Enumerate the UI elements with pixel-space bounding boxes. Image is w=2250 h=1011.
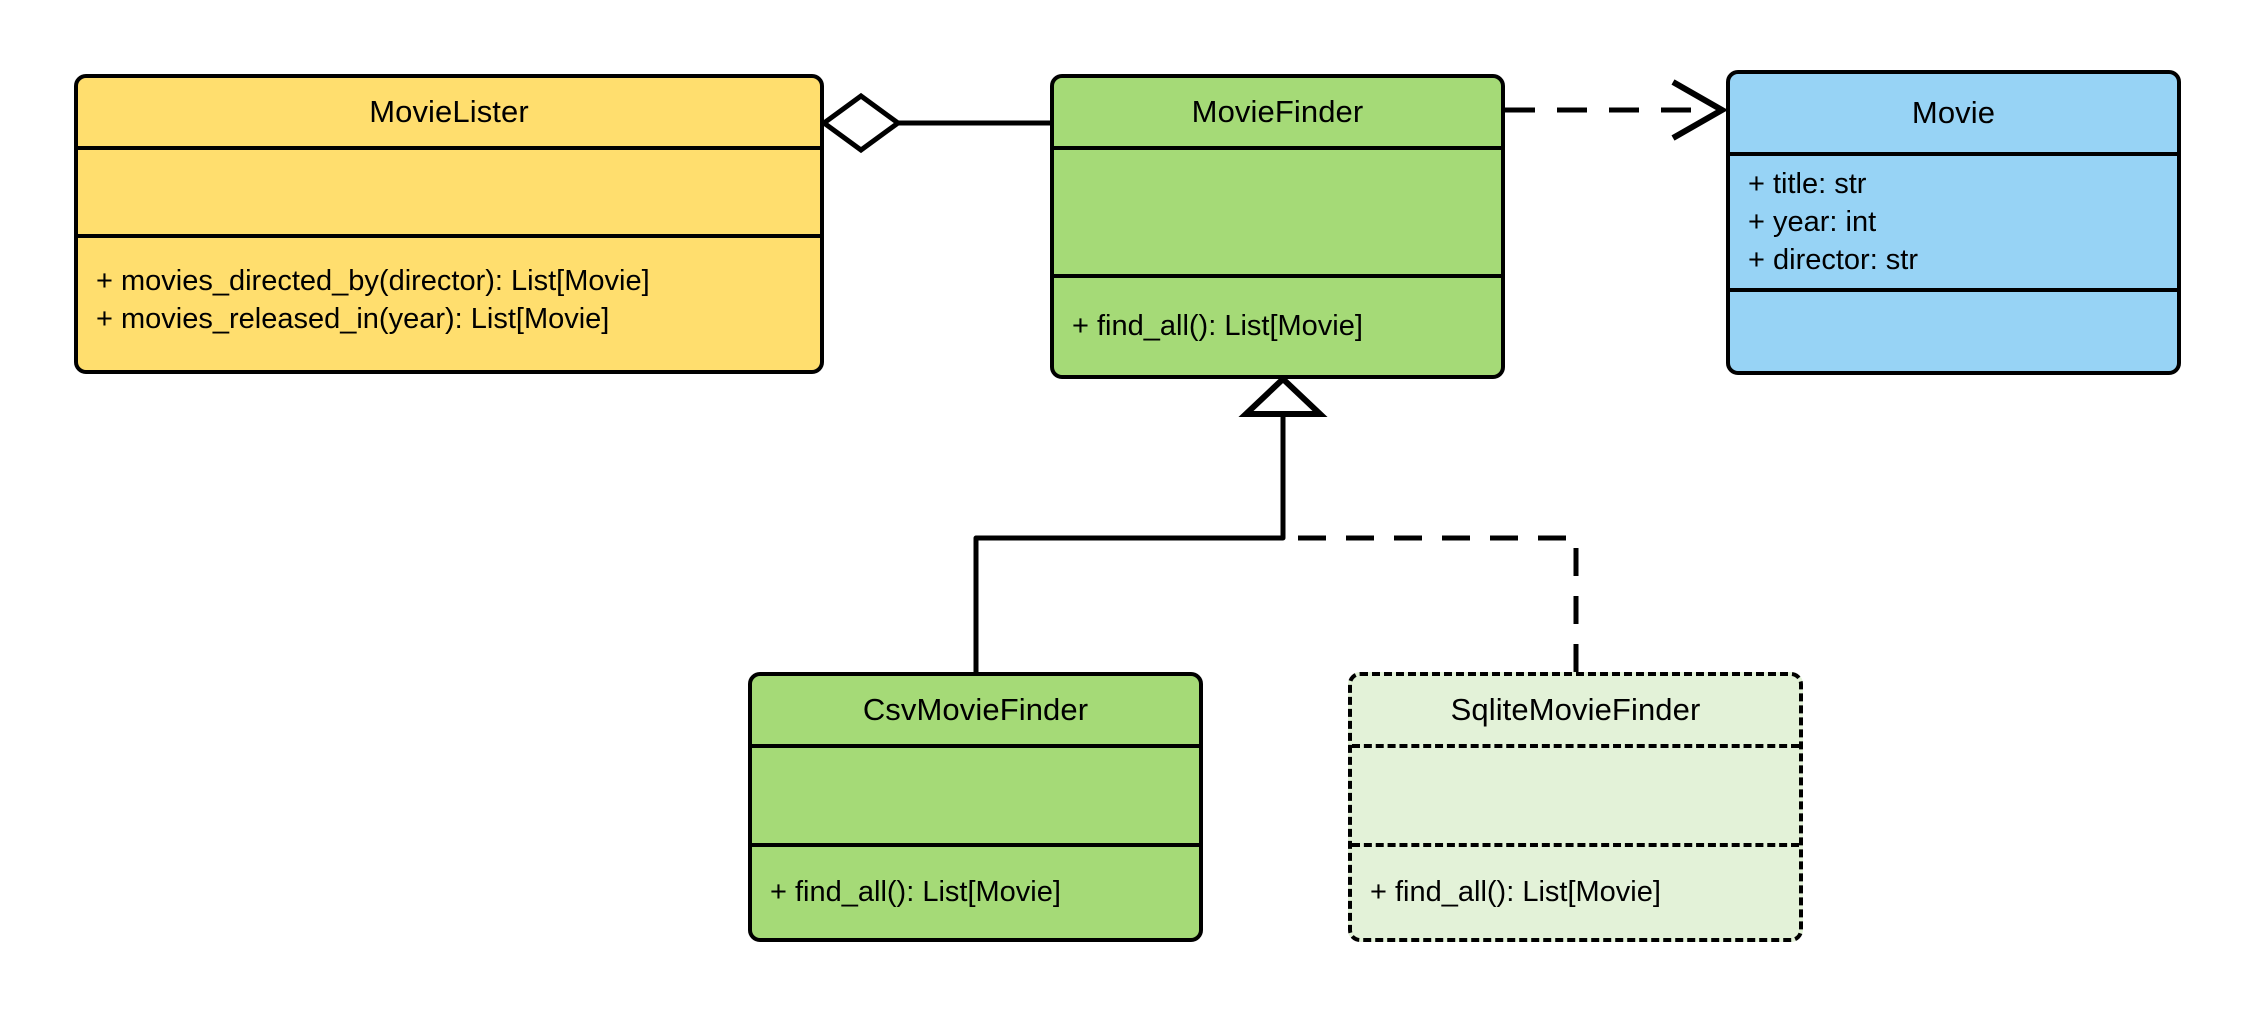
class-name-compartment: Movie bbox=[1730, 74, 2177, 152]
operation-item: + movies_directed_by(director): List[Mov… bbox=[96, 264, 650, 297]
operation-item: + find_all(): List[Movie] bbox=[770, 876, 1061, 909]
class-box-csvmoviefinder[interactable]: CsvMovieFinder + find_all(): List[Movie] bbox=[748, 672, 1203, 942]
hollow-triangle-marker bbox=[1238, 374, 1328, 417]
operation-item: + find_all(): List[Movie] bbox=[1072, 310, 1363, 343]
class-box-sqlitemoviefinder[interactable]: SqliteMovieFinder + find_all(): List[Mov… bbox=[1348, 672, 1803, 942]
class-box-moviefinder[interactable]: MovieFinder + find_all(): List[Movie] bbox=[1050, 74, 1505, 379]
class-attributes-compartment bbox=[752, 744, 1199, 843]
attribute-item: + title: str bbox=[1748, 167, 1867, 200]
class-operations-compartment: + find_all(): List[Movie] bbox=[1352, 843, 1799, 938]
inheritance-line-sqlite bbox=[1283, 535, 1579, 672]
class-attributes-compartment bbox=[1054, 146, 1501, 274]
class-name-compartment: MovieFinder bbox=[1054, 78, 1501, 146]
class-attributes-compartment bbox=[78, 146, 820, 234]
class-name-compartment: SqliteMovieFinder bbox=[1352, 676, 1799, 744]
attribute-item: + year: int bbox=[1748, 205, 1877, 238]
class-attributes-compartment bbox=[1352, 744, 1799, 843]
inheritance-sqlitemoviefinder-moviefinder bbox=[1283, 535, 1579, 672]
class-name-compartment: MovieLister bbox=[78, 78, 820, 146]
operation-item: + find_all(): List[Movie] bbox=[1370, 876, 1661, 909]
aggregation-movielister-moviefinder bbox=[819, 92, 1050, 154]
operation-item: + movies_released_in(year): List[Movie] bbox=[96, 303, 610, 335]
class-box-movie[interactable]: Movie + title: str + year: int + directo… bbox=[1726, 70, 2181, 375]
class-name-compartment: CsvMovieFinder bbox=[752, 676, 1199, 744]
open-arrow-marker bbox=[1671, 79, 1729, 141]
class-name-label: MovieFinder bbox=[1191, 93, 1364, 129]
class-operations-compartment bbox=[1730, 288, 2177, 371]
class-name-label: CsvMovieFinder bbox=[862, 691, 1089, 727]
hollow-diamond-marker bbox=[819, 92, 903, 154]
class-name-label: SqliteMovieFinder bbox=[1450, 691, 1701, 727]
class-attributes-compartment: + title: str + year: int + director: str bbox=[1730, 152, 2177, 288]
class-name-label: Movie bbox=[1911, 94, 1996, 130]
class-operations-compartment: + find_all(): List[Movie] bbox=[1054, 274, 1501, 375]
inheritance-line-csv bbox=[973, 414, 1286, 672]
class-box-movielister[interactable]: MovieLister + movies_directed_by(directo… bbox=[74, 74, 824, 374]
inheritance-csvmoviefinder-moviefinder bbox=[973, 414, 1286, 672]
class-name-label: MovieLister bbox=[369, 93, 529, 129]
attribute-item: + director: str bbox=[1748, 244, 1919, 277]
class-operations-compartment: + find_all(): List[Movie] bbox=[752, 843, 1199, 938]
class-operations-compartment: + movies_directed_by(director): List[Mov… bbox=[78, 234, 820, 362]
dependency-moviefinder-movie bbox=[1505, 79, 1729, 141]
